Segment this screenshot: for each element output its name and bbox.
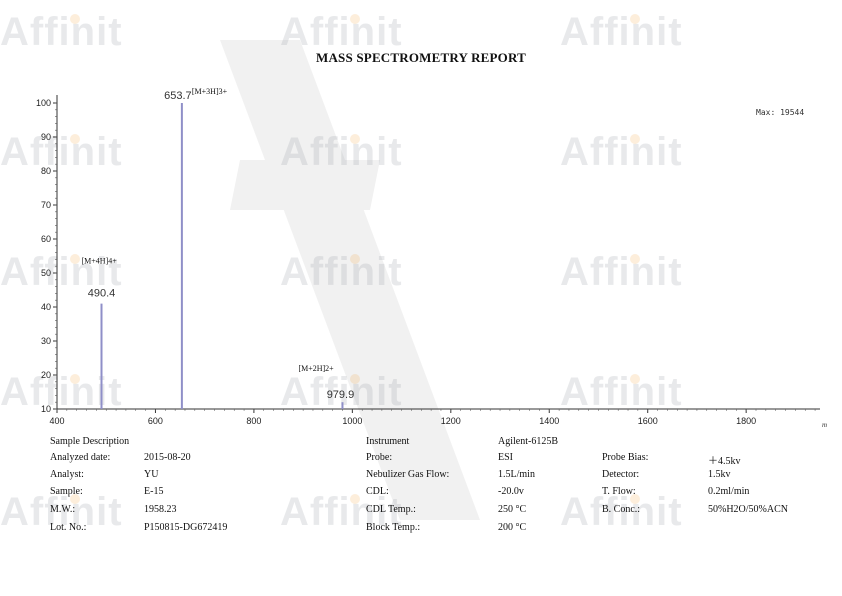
- watermark-dot: [70, 14, 80, 24]
- analyst-value: YU: [144, 469, 159, 480]
- nebulizer-gas-flow-label: Nebulizer Gas Flow:: [366, 469, 450, 480]
- x-tick-label: 1000: [342, 416, 362, 426]
- instrument-value: Agilent-6125B: [498, 436, 558, 447]
- peak-ion-label: [M+3H]3+: [192, 87, 228, 96]
- y-tick-label: 20: [41, 370, 51, 380]
- detector-label: Detector:: [602, 469, 640, 480]
- report-title: MASS SPECTROMETRY REPORT: [316, 50, 526, 65]
- instrument-heading: Instrument: [366, 436, 410, 447]
- watermark-dot: [70, 374, 80, 384]
- watermark-dot: [70, 494, 80, 504]
- sample-description-heading: Sample Description: [50, 436, 130, 447]
- watermark-dot: [630, 494, 640, 504]
- peak-ion-label: [M+4H]4+: [82, 257, 118, 266]
- y-tick-label: 60: [41, 234, 51, 244]
- max-intensity-label: Max: 19544: [756, 108, 804, 117]
- x-tick-label: 800: [246, 416, 261, 426]
- block-temp-value: 200 °C: [498, 522, 527, 533]
- y-tick-label: 90: [41, 132, 51, 142]
- y-tick-label: 10: [41, 404, 51, 414]
- watermark-dot: [70, 134, 80, 144]
- detector-value: 1.5kv: [708, 469, 731, 480]
- t-flow-label: T. Flow:: [602, 486, 636, 497]
- watermark-dot: [350, 374, 360, 384]
- cdl-label: CDL:: [366, 486, 389, 497]
- y-tick-label: 40: [41, 302, 51, 312]
- watermark-dot: [630, 14, 640, 24]
- peak-mz-label: 490.4: [88, 288, 116, 300]
- lot-no-value: P150815-DG672419: [144, 522, 228, 533]
- x-tick-label: 1800: [736, 416, 756, 426]
- mw-value: 1958.23: [144, 504, 177, 515]
- x-tick-label: 1600: [638, 416, 658, 426]
- x-tick-label: 1400: [539, 416, 559, 426]
- cdl-value: -20.0v: [498, 486, 524, 497]
- sample-label: Sample:: [50, 486, 83, 497]
- analyzed-date-value: 2015-08-20: [144, 452, 191, 463]
- t-flow-value: 0.2ml/min: [708, 486, 750, 497]
- y-tick-label: 50: [41, 268, 51, 278]
- watermark-dot: [630, 254, 640, 264]
- watermark-dot: [350, 134, 360, 144]
- watermark-dot: [630, 134, 640, 144]
- probe-bias-label: Probe Bias:: [602, 452, 649, 463]
- x-tick-label: 400: [49, 416, 64, 426]
- cdl-temp-label: CDL Temp.:: [366, 504, 416, 515]
- peak-mz-label: 653.7: [164, 90, 192, 102]
- analyst-label: Analyst:: [50, 469, 84, 480]
- watermark-dot: [350, 254, 360, 264]
- x-tick-label: 600: [148, 416, 163, 426]
- y-tick-label: 30: [41, 336, 51, 346]
- b-conc-value: 50%H2O/50%ACN: [708, 504, 788, 515]
- probe-label: Probe:: [366, 452, 393, 463]
- watermark-dot: [70, 254, 80, 264]
- cdl-temp-value: 250 °C: [498, 504, 527, 515]
- watermark-dot: [630, 374, 640, 384]
- y-tick-label: 80: [41, 166, 51, 176]
- mw-label: M.W.:: [50, 504, 76, 515]
- b-conc-label: B. Conc.:: [602, 504, 641, 515]
- x-axis-symbol: m: [822, 421, 827, 429]
- peak-ion-label: [M+2H]2+: [298, 364, 334, 373]
- x-tick-label: 1200: [441, 416, 461, 426]
- lot-no-label: Lot. No.:: [50, 522, 87, 533]
- watermark-dot: [350, 14, 360, 24]
- y-tick-label: 100: [36, 98, 51, 108]
- watermark-dot: [350, 494, 360, 504]
- mass-spectrum-chart: 10 20 30 40 50 60 70 80 90 100 400 600 800 1000 1200 14…: [36, 87, 827, 429]
- analyzed-date-label: Analyzed date:: [50, 452, 111, 463]
- peak-mz-label: 979.9: [327, 389, 355, 401]
- sample-value: E-15: [144, 486, 164, 497]
- nebulizer-gas-flow-value: 1.5L/min: [498, 469, 535, 480]
- y-tick-label: 70: [41, 200, 51, 210]
- probe-value: ESI: [498, 452, 513, 463]
- probe-bias-value: ＋4.5kv: [708, 456, 741, 467]
- block-temp-label: Block Temp.:: [366, 522, 421, 533]
